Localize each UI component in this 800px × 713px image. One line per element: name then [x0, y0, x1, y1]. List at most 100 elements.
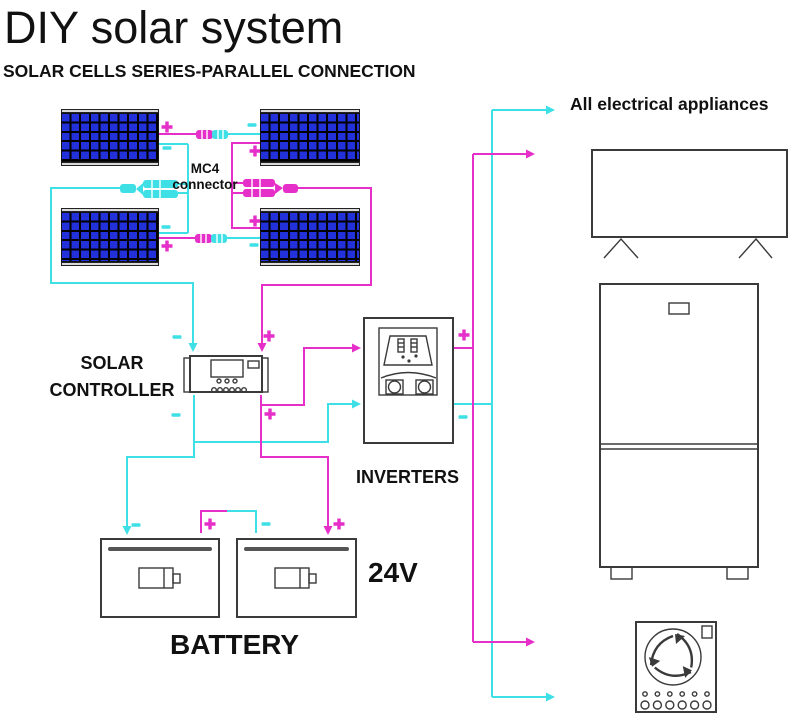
washer-knobs	[640, 691, 712, 710]
minus-terminal-icon	[161, 225, 171, 229]
fridge-body	[599, 283, 759, 568]
panel-frame-bottom	[260, 262, 360, 266]
mc4-branch-connector-negative	[120, 180, 178, 198]
panel-frame-top	[260, 109, 360, 113]
panel-cells	[260, 113, 360, 162]
arrow-right-icon	[526, 149, 535, 159]
controller-terminals	[210, 387, 247, 394]
positive-wires	[159, 133, 526, 643]
arrow-down-icon	[323, 526, 333, 535]
washer-drum	[644, 628, 702, 686]
panel-frame-top	[260, 208, 360, 212]
page-title: DIY solar system	[4, 2, 344, 53]
minus-terminal-icon	[131, 523, 141, 527]
controller-body	[189, 355, 263, 393]
battery-case	[100, 538, 220, 618]
plus-terminal-icon	[264, 408, 276, 420]
arrow-down-icon	[122, 526, 132, 535]
fridge-handle	[668, 302, 690, 315]
wire-battery-link-neg	[227, 510, 257, 533]
mc4-inline-connector-bottom	[195, 234, 227, 243]
battery-case	[236, 538, 357, 618]
battery-1	[100, 538, 220, 618]
minus-terminal-icon	[171, 413, 181, 417]
fridge-foot	[726, 566, 749, 580]
solar-panel-3	[61, 208, 159, 266]
minus-terminal-icon	[172, 335, 182, 339]
mc4-connector-label: MC4 connector	[166, 161, 244, 192]
wire-to-inverter-pos	[261, 347, 352, 406]
solar-controller-label: SOLAR CONTROLLER	[45, 350, 179, 404]
plus-terminal-icon	[204, 518, 216, 530]
wire-pos-to-controller	[261, 187, 372, 344]
panel-frame-bottom	[61, 162, 159, 166]
arrow-right-icon	[352, 399, 361, 409]
tv-screen	[591, 149, 788, 238]
battery-voltage-label: 24V	[368, 557, 418, 588]
panel-frame-top	[61, 208, 159, 212]
battery-label: BATTERY	[170, 629, 300, 660]
negative-wires	[50, 109, 546, 698]
washer-button	[701, 625, 713, 639]
panel-frame-top	[61, 109, 159, 113]
arrow-down-icon	[257, 343, 267, 352]
controller-display	[210, 359, 244, 378]
controller-label-line2: CONTROLLER	[49, 380, 175, 400]
minus-terminal-icon	[458, 415, 468, 419]
inverter-terminal-cover	[383, 335, 433, 366]
plus-terminal-icon	[161, 121, 173, 133]
minus-terminal-icon	[247, 123, 257, 127]
solar-controller	[183, 355, 269, 394]
panel-frame-bottom	[61, 262, 159, 266]
controller-label-line1: SOLAR	[80, 353, 144, 373]
inverter-label: INVERTERS	[356, 467, 460, 487]
arrow-right-icon	[352, 343, 361, 353]
panel-frame-bottom	[260, 162, 360, 166]
arrow-right-icon	[546, 105, 555, 115]
tv	[591, 149, 788, 259]
battery-vent	[244, 547, 349, 551]
wire-battery-link-pos	[200, 510, 227, 533]
mc4-label-line1: MC4	[190, 161, 220, 176]
plus-terminal-icon	[263, 330, 275, 342]
solar-panel-4	[260, 208, 360, 266]
wire-controller-to-battery-pos	[260, 395, 329, 527]
fridge-foot	[610, 566, 633, 580]
minus-terminal-icon	[249, 243, 259, 247]
battery-vent	[108, 547, 212, 551]
arrow-down-icon	[188, 343, 198, 352]
mc4-label-line2: connector	[172, 176, 238, 192]
wire-controller-to-battery-neg	[126, 395, 195, 527]
solar-panel-2	[260, 109, 360, 166]
battery-2	[236, 538, 357, 618]
controller-port	[247, 360, 260, 369]
panel-cells	[61, 212, 159, 262]
wire-neg-to-controller	[50, 187, 194, 344]
tv-leg	[738, 237, 773, 259]
arrow-right-icon	[526, 637, 535, 647]
mc4-branch-connector-positive	[243, 179, 298, 197]
appliances-label: All electrical appliances	[570, 94, 769, 114]
subtitle: SOLAR CELLS SERIES-PARALLEL CONNECTION	[3, 61, 416, 81]
minus-terminal-icon	[162, 146, 172, 150]
washing-machine	[635, 621, 717, 713]
plus-terminal-icon	[249, 215, 261, 227]
inverter-body	[363, 317, 454, 444]
wire-pos-bus	[231, 142, 260, 229]
tv-leg	[603, 237, 639, 259]
inverter-fan	[415, 379, 434, 395]
panel-cells	[260, 212, 360, 262]
plus-terminal-icon	[458, 329, 470, 341]
inverter-panel	[378, 327, 438, 396]
plus-terminal-icon	[249, 145, 261, 157]
refrigerator	[599, 283, 759, 580]
panel-cells	[61, 113, 159, 162]
mc4-inline-connector-top	[196, 130, 228, 139]
minus-terminal-icon	[261, 522, 271, 526]
plus-terminal-icon	[333, 518, 345, 530]
wire-to-inverter-neg	[194, 403, 352, 443]
plus-terminal-icon	[161, 240, 173, 252]
inverter	[363, 317, 454, 444]
